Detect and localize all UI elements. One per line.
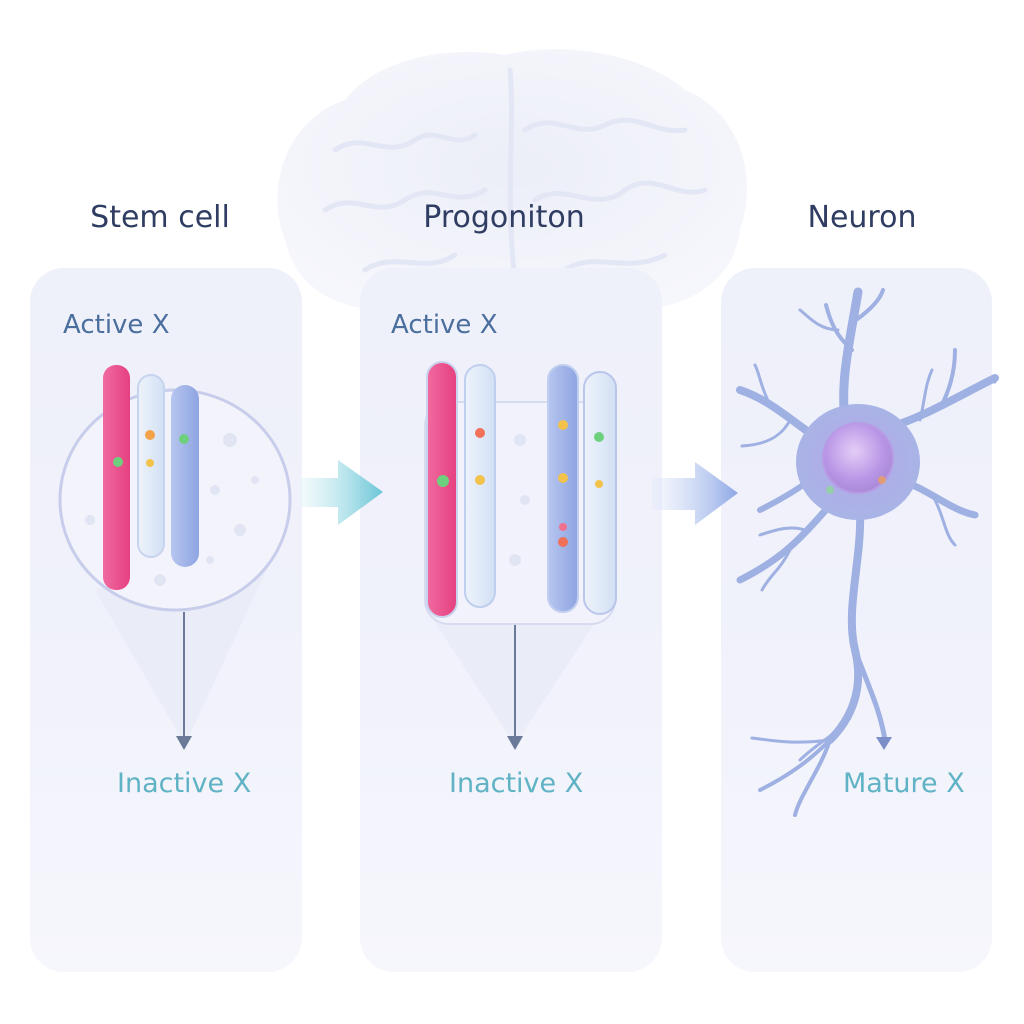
neuron-mature-x-label: Mature X xyxy=(843,768,965,799)
neuron-nucleus xyxy=(822,422,894,494)
progenitor-inactive-x-label: Inactive X xyxy=(449,768,584,799)
stem-cell-inactive-chromosome-blue xyxy=(171,385,199,567)
stage-title-neuron: Neuron xyxy=(807,200,917,235)
progenitor-active-x-label: Active X xyxy=(391,310,498,340)
arrow-progenitor-to-neuron-icon xyxy=(652,462,738,525)
stem-cell-granules xyxy=(85,433,259,586)
arrow-stem-to-progenitor-icon xyxy=(300,460,383,525)
stem-cell-active-x-chromosome xyxy=(103,365,130,590)
brain-background-icon xyxy=(277,49,747,311)
progenitor-chromosome-outline xyxy=(583,371,617,615)
stem-cell-active-x-label: Active X xyxy=(63,310,170,340)
progenitor-active-x-chromosome xyxy=(426,361,458,618)
stage-title-progenitor: Progoniton xyxy=(423,200,585,235)
stage-title-stem-cell: Stem cell xyxy=(90,200,230,235)
neuron-axon-arrow xyxy=(876,737,892,750)
neuron-icon xyxy=(736,287,999,817)
neuron-panel xyxy=(721,268,992,972)
progenitor-chromosome-light xyxy=(464,364,496,608)
stem-cell-inactive-x-label: Inactive X xyxy=(117,768,252,799)
progenitor-chromosome-blue xyxy=(547,364,579,613)
